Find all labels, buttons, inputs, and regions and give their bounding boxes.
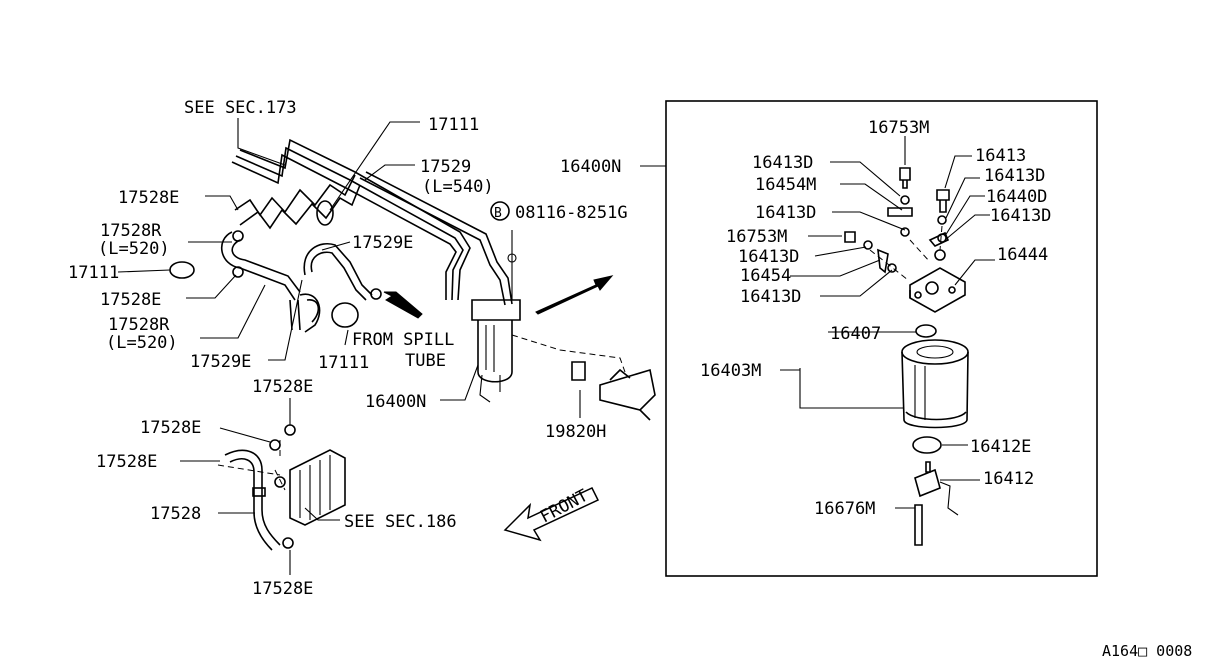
label-17529: 17529: [420, 157, 471, 177]
hose-17529E: [303, 243, 373, 296]
label-17528: 17528: [150, 504, 201, 524]
lower-labels: 17528E 17528E 17528E 17528 SEE SEC.186 1…: [96, 377, 592, 599]
flow-arrow-spill: [383, 291, 423, 319]
leader-lines-lower: [180, 398, 340, 575]
main-assembly: [169, 138, 656, 421]
label-17111-bottom: 17111: [318, 353, 369, 373]
label-17528E-b: 17528E: [100, 290, 161, 310]
clamp-17111-bottom: [331, 302, 359, 328]
label-17529-len: (L=540): [422, 177, 494, 197]
clamp-17111-top: [316, 200, 334, 226]
inset-label-16413D-f: 16413D: [740, 287, 801, 307]
label-bolt-part: 08116-8251G: [515, 203, 628, 223]
flow-arrow-outlet: [535, 275, 614, 315]
fuel-filter-assembly: [471, 230, 521, 403]
label-17529E-b: 17529E: [190, 352, 251, 372]
label-17111-top: 17111: [428, 115, 479, 135]
label-17528R-a: 17528R: [100, 221, 162, 241]
diagram-id: A164□ 0008: [1102, 642, 1192, 660]
inset-label-16444: 16444: [997, 245, 1048, 265]
inset-label-16753M-top: 16753M: [868, 118, 929, 138]
filter-element-16403M: [901, 324, 969, 454]
label-see-sec-186: SEE SEC.186: [344, 512, 457, 532]
inset-label-16407: 16407: [830, 324, 881, 344]
label-17529E-a: 17529E: [352, 233, 413, 253]
clamp-17111-left: [169, 261, 195, 279]
inset-box: 16400N: [560, 100, 1098, 577]
label-17528R-b-len: (L=520): [106, 333, 178, 353]
label-17111-left: 17111: [68, 263, 119, 283]
inset-label-16454: 16454: [740, 266, 791, 286]
label-17528E-a: 17528E: [118, 188, 179, 208]
sensor-16412: [914, 461, 959, 546]
label-17528E-l2: 17528E: [96, 452, 157, 472]
inset-label-16413D-b: 16413D: [984, 166, 1045, 186]
inset-label-16413D-d: 16413D: [990, 206, 1051, 226]
label-bolt-symbol: B: [494, 206, 502, 221]
inset-label-16413D-c: 16413D: [755, 203, 816, 223]
front-arrow-icon: [503, 487, 600, 542]
label-19820H: 19820H: [545, 422, 606, 442]
bracket-19820H: [511, 334, 656, 421]
label-from-spill-2: TUBE: [405, 351, 446, 371]
inset-label-16413D-e: 16413D: [738, 247, 799, 267]
hose-17528: [224, 449, 281, 546]
inset-label-16412E: 16412E: [970, 437, 1031, 457]
inset-labels: 16753M 16413 16413D 16413D 16454M 16440D…: [700, 118, 1051, 519]
tank-block: [289, 449, 346, 526]
inset-label-16440D: 16440D: [986, 187, 1047, 207]
label-16400N: 16400N: [365, 392, 426, 412]
injection-pipes: [234, 174, 356, 217]
hose-17528R: [220, 231, 296, 301]
label-17528R-a-len: (L=520): [98, 239, 170, 259]
inset-label-16413D-a: 16413D: [752, 153, 813, 173]
label-see-sec-173: SEE SEC.173: [184, 98, 297, 118]
inset-label-16412: 16412: [983, 469, 1034, 489]
label-17528E-top: 17528E: [252, 377, 313, 397]
label-front: FRONT: [537, 486, 592, 528]
leader-lines-main: [117, 118, 581, 418]
label-from-spill: FROM SPILL: [352, 330, 454, 350]
inset-label-16413: 16413: [975, 146, 1026, 166]
inset-label-16454M: 16454M: [755, 175, 816, 195]
inset-label-16676M: 16676M: [814, 499, 875, 519]
inset-header-label: 16400N: [560, 157, 621, 177]
inset-frame: [665, 100, 1098, 577]
label-17528R-b: 17528R: [108, 315, 170, 335]
label-17528E-l1: 17528E: [140, 418, 201, 438]
main-labels: SEE SEC.173 17111 17529 (L=540) 17528E 1…: [68, 98, 628, 442]
inset-label-16403M: 16403M: [700, 361, 761, 381]
inset-label-16753M: 16753M: [726, 227, 787, 247]
label-17528E-bottom: 17528E: [252, 579, 313, 599]
